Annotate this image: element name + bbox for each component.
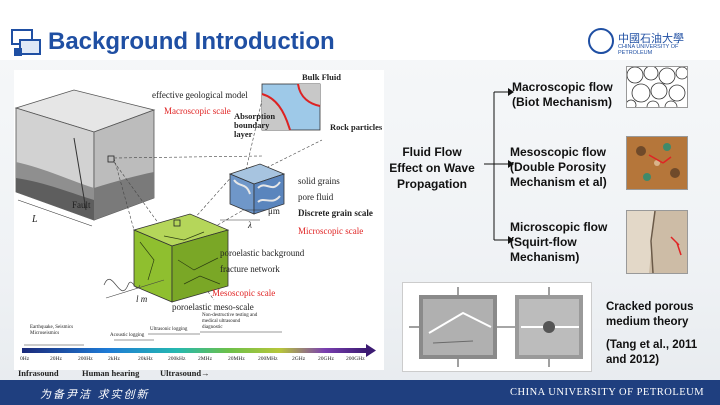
label-lambda: λ — [248, 220, 252, 230]
cracked-medium-diagram — [409, 287, 583, 367]
label-bulk-fluid: Bulk Fluid — [302, 72, 341, 82]
logo-chinese-name: 中國石油大學 — [618, 32, 684, 45]
cracked-theory-line1: Cracked porous — [606, 301, 694, 313]
spectrum-label-microseismics: Microseismics — [30, 331, 60, 336]
branch-microscopic: Microscopic flow (Squirt-flow Mechanism) — [510, 220, 607, 265]
label-fault: Fault — [72, 200, 91, 210]
spectrum-tick: 0Hz — [20, 356, 30, 362]
spectrum-label-ndt-1: Non-destructive testing and — [202, 313, 258, 318]
branch-microscopic-line3: Mechanism) — [510, 250, 580, 264]
branch-mesoscopic-line2: (Double Porosity — [510, 160, 607, 174]
spectrum-label-earthquake: Earthquake, Seismics — [30, 325, 74, 330]
label-effective-model: effective geological model — [152, 90, 248, 100]
branch-microscopic-line2: (Squirt-flow — [510, 235, 577, 249]
spectrum-tick: 200MHz — [258, 356, 278, 362]
footer-motto: 为备尹洁 求实创新 — [40, 388, 150, 401]
grain-packing-image — [625, 65, 689, 114]
label-discrete-grain-scale: Discrete grain scale — [298, 208, 373, 218]
label-poroelastic-meso: poroelastic meso-scale — [172, 302, 254, 312]
thumb-grain-packing — [625, 65, 689, 114]
label-rock-particles: Rock particles — [330, 122, 383, 132]
label-micrometer: μm — [268, 206, 280, 216]
page-title: Background Introduction — [48, 28, 335, 55]
branch-mesoscopic-title: Mesoscopic flow — [510, 145, 607, 159]
spectrum-tick: 20MHz — [228, 356, 245, 362]
spectrum-label-ultrasonic: Ultrasonic logging — [150, 327, 188, 332]
label-absorption-line2: boundary — [234, 120, 270, 130]
label-human-hearing: Human hearing — [82, 368, 140, 378]
header: Background Introduction 中國石油大學 CHINA UNI… — [0, 0, 720, 60]
spectrum-tick: 200kHz — [168, 356, 186, 362]
label-pore-fluid: pore fluid — [298, 192, 334, 202]
spectrum-label-ndt-3: diagnostic — [202, 325, 223, 330]
cracked-ref-line2: and 2012) — [606, 354, 660, 366]
label-macroscopic-scale: Macroscopic scale — [164, 106, 231, 116]
spectrum-tick: 20Hz — [50, 356, 62, 362]
label-fracture-network: fracture network — [220, 264, 280, 274]
label-solid-grains: solid grains — [298, 176, 340, 186]
spectrum-tick: 2MHz — [198, 356, 213, 362]
spectrum-tick: 2kHz — [108, 356, 120, 362]
label-absorption: Absorption boundary layer — [234, 112, 275, 139]
central-concept-line3: Propagation — [396, 177, 467, 191]
label-L: L — [32, 214, 38, 225]
branch-mesoscopic-line3: Mechanism et al) — [510, 175, 607, 189]
label-microscopic-scale: Microscopic scale — [298, 226, 364, 236]
branch-macroscopic-subtitle: (Biot Mechanism) — [512, 95, 613, 109]
spectrum-label-acoustic: Acoustic logging — [110, 333, 145, 338]
label-mesoscopic-scale: Mesoscopic scale — [212, 288, 276, 298]
label-ultrasound: Ultrasound→ — [160, 368, 210, 378]
spectrum-label-ndt-2: medical ultrasound — [202, 319, 241, 324]
cracked-medium-text: Cracked porous medium theory (Tang et al… — [606, 300, 697, 368]
cracked-theory-line2: medium theory — [606, 316, 689, 328]
logo-english-name: CHINA UNIVERSITY OF PETROLEUM — [618, 44, 679, 56]
spectrum-tick: 20kHz — [138, 356, 153, 362]
central-concept-line2: Effect on Wave — [389, 161, 475, 175]
label-absorption-line1: Absorption — [234, 111, 276, 121]
thumb-mesoscopic-rock — [626, 136, 688, 190]
branch-microscopic-title: Microscopic flow — [510, 220, 608, 234]
branch-macroscopic-title: Macroscopic flow — [512, 80, 613, 94]
label-infrasound: Infrasound — [18, 368, 59, 378]
footer-university-name: CHINA UNIVERSITY OF PETROLEUM — [510, 387, 705, 398]
university-seal-icon — [588, 28, 614, 54]
label-absorption-line3: layer — [234, 129, 253, 139]
central-concept-line1: Fluid Flow — [402, 145, 462, 159]
spectrum-tick: 200GHz — [346, 356, 365, 362]
branch-connector — [484, 88, 514, 244]
cracked-ref-line1: (Tang et al., 2011 — [606, 339, 698, 351]
spectrum-tick: 20GHz — [318, 356, 334, 362]
multiscale-diagram — [14, 83, 376, 357]
footer-bar — [0, 380, 720, 405]
label-poroelastic-background: poroelastic background — [220, 248, 305, 258]
central-concept: Fluid Flow Effect on Wave Propagation — [381, 144, 483, 192]
slide-logo-icon — [10, 26, 44, 60]
multiscale-figure: Bulk Fluid Absorption boundary layer Roc… — [14, 70, 384, 370]
cracked-medium-figure — [402, 282, 592, 372]
mesoscopic-rock-image — [627, 137, 687, 189]
branch-mesoscopic: Mesoscopic flow (Double Porosity Mechani… — [510, 145, 607, 190]
label-l-meso: l m — [136, 294, 148, 304]
thumb-microscopic-crack — [626, 210, 688, 274]
branch-macroscopic: Macroscopic flow (Biot Mechanism) — [512, 80, 613, 110]
microscopic-crack-image — [627, 210, 687, 274]
university-logo: 中國石油大學 CHINA UNIVERSITY OF PETROLEUM — [588, 28, 708, 56]
spectrum-tick: 2GHz — [292, 356, 306, 362]
spectrum-tick: 200Hz — [78, 356, 93, 362]
